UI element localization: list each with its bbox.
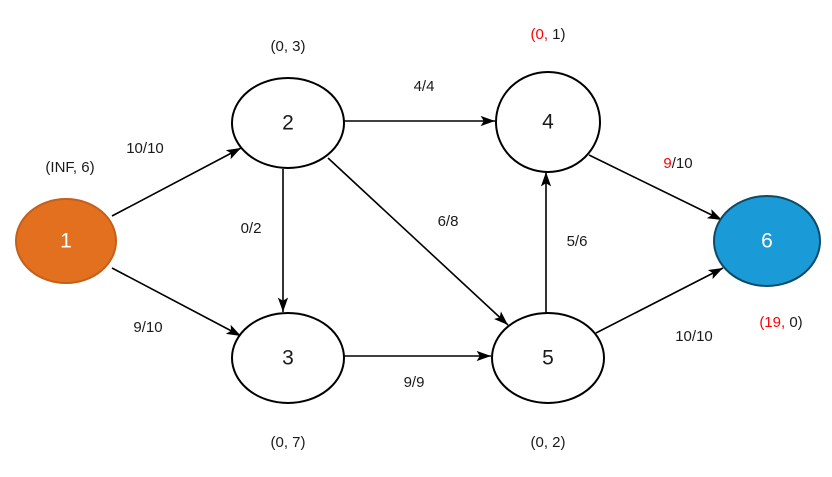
edge-flow-label: 5/6	[567, 233, 588, 250]
edge-flow-value-rest: 10/10	[126, 140, 164, 157]
edge-line	[595, 267, 724, 334]
edge-4-to-6[interactable]: 9/10	[588, 154, 723, 221]
node-6[interactable]: 6	[713, 195, 821, 287]
node-shape	[231, 77, 345, 169]
edge-flow-label: 6/8	[438, 213, 459, 230]
node-potential-rest: (0, 3)	[270, 38, 305, 55]
edge-flow-value-highlight: 9	[663, 155, 671, 172]
node-potential-rest: 0)	[785, 314, 803, 331]
edge-flow-value-rest: 9/10	[133, 319, 162, 336]
node-id-label: 5	[542, 347, 554, 370]
edge-5-to-4[interactable]: 5/6	[540, 172, 588, 314]
node-potential-label: (0, 2)	[530, 434, 565, 451]
node-shape	[491, 312, 605, 404]
node-shape	[231, 312, 345, 404]
edge-flow-label: 9/9	[404, 374, 425, 391]
node-shape	[15, 198, 117, 284]
edge-line	[111, 267, 242, 337]
edge-flow-value-rest: 6/8	[438, 213, 459, 230]
node-id-label: 4	[542, 111, 554, 134]
nodes-layer: 1 2 3 4 5 6	[15, 71, 821, 404]
node-id-label: 6	[761, 230, 773, 253]
node-potential-rest: (0, 7)	[270, 434, 305, 451]
edge-line	[111, 147, 242, 217]
node-potential-label: (0, 3)	[270, 38, 305, 55]
node-4[interactable]: 4	[495, 71, 601, 173]
edge-3-to-5[interactable]: 9/9	[344, 350, 491, 391]
edge-flow-label: 4/4	[414, 78, 435, 95]
node-potentials-layer: (INF, 6) (0, 3) (0, 7) (0, 1) (0, 2) (19, 0)	[45, 26, 802, 451]
node-shape	[495, 71, 601, 173]
edge-line	[588, 154, 723, 221]
node-3[interactable]: 3	[231, 312, 345, 404]
node-potential-highlight: (0,	[530, 26, 548, 43]
node-potential-rest: 1)	[548, 26, 566, 43]
edges-layer: 10/10 9/10 4/4 0/2 6/8 9/9 5/6 9/10 10/10	[111, 78, 724, 391]
edge-2-to-4[interactable]: 4/4	[344, 78, 495, 127]
node-1[interactable]: 1	[15, 198, 117, 284]
node-potential-highlight: (19,	[759, 314, 785, 331]
edge-flow-label: 9/10	[663, 155, 692, 172]
node-2[interactable]: 2	[231, 77, 345, 169]
node-id-label: 2	[282, 112, 294, 135]
edge-flow-label: 9/10	[133, 319, 162, 336]
node-potential-label: (0, 1)	[530, 26, 565, 43]
edge-1-to-2[interactable]: 10/10	[111, 140, 242, 217]
edge-2-to-5[interactable]: 6/8	[327, 157, 509, 326]
edge-flow-value-rest: 0/2	[241, 220, 262, 237]
node-potential-label: (0, 7)	[270, 434, 305, 451]
edge-1-to-3[interactable]: 9/10	[111, 267, 242, 337]
node-potential-rest: (0, 2)	[530, 434, 565, 451]
node-potential-rest: (INF, 6)	[45, 159, 94, 176]
edge-flow-value-rest: 9/9	[404, 374, 425, 391]
edge-flow-label: 10/10	[675, 328, 713, 345]
edge-5-to-6[interactable]: 10/10	[595, 267, 724, 345]
edge-flow-value-rest: 5/6	[567, 233, 588, 250]
edge-line	[327, 157, 509, 326]
edge-flow-label: 10/10	[126, 140, 164, 157]
node-potential-label: (19, 0)	[759, 314, 802, 331]
edge-flow-value-rest: 4/4	[414, 78, 435, 95]
edge-flow-label: 0/2	[241, 220, 262, 237]
edge-2-to-3[interactable]: 0/2	[241, 169, 289, 312]
node-id-label: 3	[282, 347, 294, 370]
edge-flow-value-rest: /10	[672, 155, 693, 172]
edge-flow-value-rest: 10/10	[675, 328, 713, 345]
node-id-label: 1	[60, 230, 72, 253]
node-5[interactable]: 5	[491, 312, 605, 404]
node-potential-label: (INF, 6)	[45, 159, 94, 176]
node-shape	[713, 195, 821, 287]
